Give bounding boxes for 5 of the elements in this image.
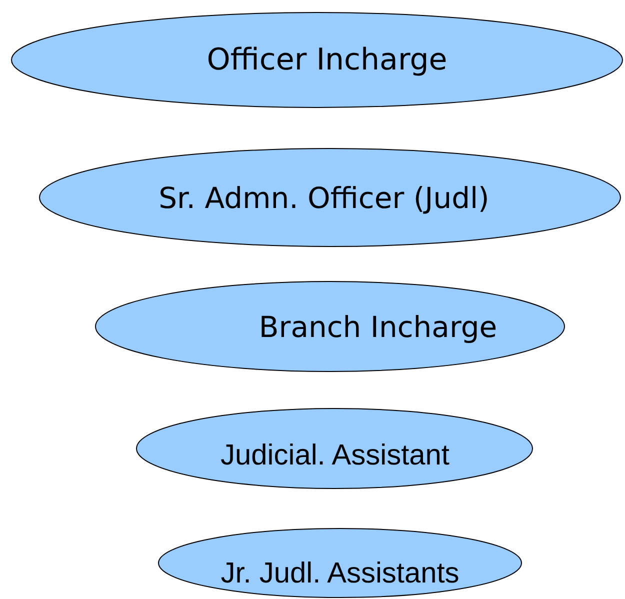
role-label: Officer Incharge — [206, 42, 448, 78]
role-label: Sr. Admn. Officer (Judl) — [158, 181, 490, 215]
role-label: Judicial. Assistant — [220, 440, 450, 472]
role-label: Branch Incharge — [258, 310, 498, 344]
role-label: Jr. Judl. Assistants — [220, 558, 460, 590]
